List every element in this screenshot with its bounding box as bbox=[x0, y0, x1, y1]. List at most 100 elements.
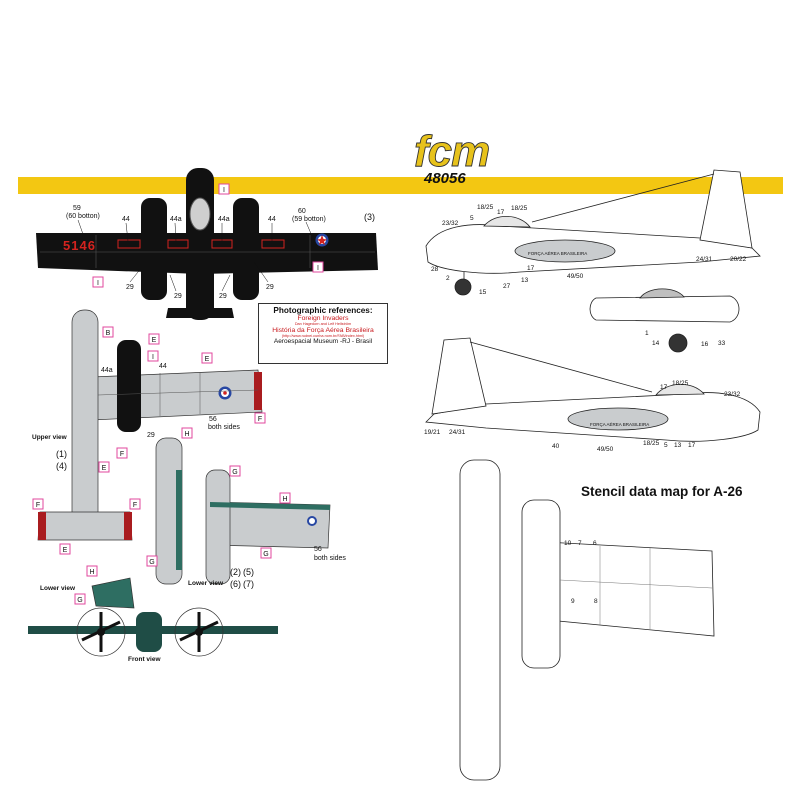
serial-number: 5146 bbox=[63, 238, 96, 253]
reference-museum: Aeroespacial Museum -RJ - Brasil bbox=[273, 338, 373, 346]
callout-side-top-4: 18/25 bbox=[511, 205, 528, 212]
option-number-upper-1-value: 1 bbox=[59, 449, 65, 459]
side-view-bottom-callouts: 17 18/25 23/32 19/21 24/31 40 49/50 18/2… bbox=[424, 380, 741, 453]
label-upper-view: Upper view bbox=[32, 434, 67, 441]
marker-E-1: E bbox=[152, 337, 157, 344]
callout-side-top-0: 23/32 bbox=[442, 220, 459, 227]
stencil-nacelle bbox=[521, 499, 561, 669]
nacelle-side-body bbox=[589, 295, 740, 323]
callout-side-top-13: 20/22 bbox=[730, 256, 747, 263]
upper-view-fuselage bbox=[71, 309, 99, 533]
callout-side-top-1: 18/25 bbox=[477, 204, 494, 211]
marker-E-2: E bbox=[205, 356, 210, 363]
side-view-bottom-canopy bbox=[655, 383, 705, 396]
callout-both-sides-upper: both sides bbox=[208, 424, 240, 431]
stencil-fuselage-left bbox=[459, 459, 501, 781]
photographic-references-box: Photographic references: Foreign Invader… bbox=[258, 303, 388, 364]
front-view-fuselage bbox=[136, 612, 162, 652]
side-view-top-panel bbox=[514, 239, 616, 263]
option-number-lower-4-value: 7 bbox=[246, 579, 252, 589]
top-plane-nacelle-left bbox=[141, 198, 167, 300]
marker-I-top: I bbox=[223, 187, 225, 194]
marker-H-1: H bbox=[184, 431, 189, 438]
marker-I-mid: I bbox=[152, 354, 154, 361]
marker-G-1: G bbox=[232, 469, 237, 476]
callout-side-top-5: 28 bbox=[431, 266, 439, 273]
option-number-lower-1: (2) bbox=[230, 567, 242, 577]
callout-29-upper: 29 bbox=[147, 432, 155, 439]
top-plane-tailplane bbox=[166, 308, 234, 318]
callout-44a-left: 44a bbox=[170, 216, 182, 223]
fuselage-inscription-top: FORÇA AÉREA BRASILEIRA bbox=[528, 250, 587, 256]
top-plane-fuselage bbox=[186, 168, 214, 320]
roundel-upper bbox=[218, 386, 232, 400]
callout-44-left: 44 bbox=[122, 216, 130, 223]
callout-side-top-6: 2 bbox=[446, 275, 450, 282]
nacelle-callouts: 1 14 16 33 bbox=[645, 330, 726, 348]
nacelle-side-canopy bbox=[639, 288, 685, 299]
upper-view-tailplane bbox=[37, 511, 133, 541]
marker-I-left: I bbox=[97, 280, 99, 287]
callout-both-sides-lower: both sides bbox=[314, 555, 346, 562]
references-title: Photographic references: bbox=[273, 306, 373, 315]
callout-plan-3: 9 bbox=[571, 598, 575, 605]
option-number-upper-2-value: 4 bbox=[59, 461, 65, 471]
callout-side-bottom-5: 40 bbox=[552, 443, 560, 450]
callout-side-bottom-1: 18/25 bbox=[672, 380, 689, 387]
side-view-top-wheel bbox=[454, 278, 472, 296]
callout-side-bottom-7: 18/25 bbox=[643, 440, 660, 447]
callout-plan-0: 10 bbox=[564, 540, 572, 547]
callout-side-bottom-4: 24/31 bbox=[449, 429, 466, 436]
stencil-plan-callouts: 10 7 6 9 8 bbox=[564, 540, 598, 605]
callout-nacelle-2: 16 bbox=[701, 341, 709, 348]
option-number-lower-2-value: 5 bbox=[246, 567, 252, 577]
callout-side-bottom-10: 17 bbox=[688, 442, 696, 449]
callout-plan-2: 6 bbox=[593, 540, 597, 547]
nacelle-side-view bbox=[589, 288, 740, 353]
callout-side-bottom-8: 5 bbox=[664, 442, 668, 449]
callout-44-upper: 44 bbox=[159, 363, 167, 370]
callout-side-bottom-9: 13 bbox=[674, 442, 682, 449]
option-number-lower-3: (6) bbox=[230, 579, 242, 589]
option-number-upper-1: (1) bbox=[56, 449, 68, 459]
reference-foreign-invaders: Foreign Invaders bbox=[297, 315, 349, 323]
tail-fin-detail bbox=[91, 577, 135, 609]
marker-E-3: E bbox=[102, 465, 107, 472]
side-view-bottom-panel bbox=[567, 407, 669, 431]
top-plane-callouts: 59 (60 botton) 60 (59 botton) 44 44a 44a… bbox=[66, 205, 326, 300]
callout-nacelle-3: 33 bbox=[718, 340, 726, 347]
side-view-top-canopy bbox=[483, 215, 531, 228]
front-view-prop-left bbox=[76, 607, 126, 657]
roundel-lower bbox=[307, 516, 317, 526]
upper-view-plane bbox=[37, 309, 263, 541]
side-view-top-fin bbox=[699, 169, 753, 249]
marker-H-2: H bbox=[282, 496, 287, 503]
callout-plan-1: 7 bbox=[578, 540, 582, 547]
side-view-bottom-fin bbox=[431, 337, 487, 415]
callout-29-4: 29 bbox=[266, 284, 274, 291]
marker-B: B bbox=[106, 330, 111, 337]
callout-44a-right: 44a bbox=[218, 216, 230, 223]
reference-historia: História da Força Aérea Brasileira bbox=[272, 326, 374, 334]
label-lower-view-2: Lower view bbox=[40, 585, 76, 592]
callout-44-right: 44 bbox=[268, 216, 276, 223]
reference-url: (http://www.rudnei.cunha.nom.br/FAB/inde… bbox=[281, 334, 365, 339]
option-number-lower-1-value: 2 bbox=[233, 567, 239, 577]
letter-markers: I I I I B E E E E F F F F H H H G G G G bbox=[32, 183, 324, 605]
side-view-top-callouts: 23/32 18/25 5 17 18/25 28 2 15 13 17 27 … bbox=[431, 204, 747, 296]
callout-nacelle-1: 14 bbox=[652, 340, 660, 347]
marker-H-3: H bbox=[89, 569, 94, 576]
lower-view-nacelle bbox=[205, 469, 231, 585]
option-number-top-value: 3 bbox=[367, 212, 373, 222]
callout-56-lower: 56 bbox=[314, 546, 322, 553]
kit-number: 48056 bbox=[423, 170, 466, 187]
label-front-view: Front view bbox=[128, 656, 161, 663]
marker-G-3: G bbox=[263, 551, 268, 558]
option-number-top: (3) bbox=[364, 212, 376, 222]
marker-G-4: G bbox=[77, 597, 82, 604]
top-plane-canopy bbox=[189, 197, 211, 231]
callout-side-top-10: 27 bbox=[503, 283, 511, 290]
option-number-lower-4: (7) bbox=[243, 579, 255, 589]
option-number-lower-2: (5) bbox=[243, 567, 255, 577]
